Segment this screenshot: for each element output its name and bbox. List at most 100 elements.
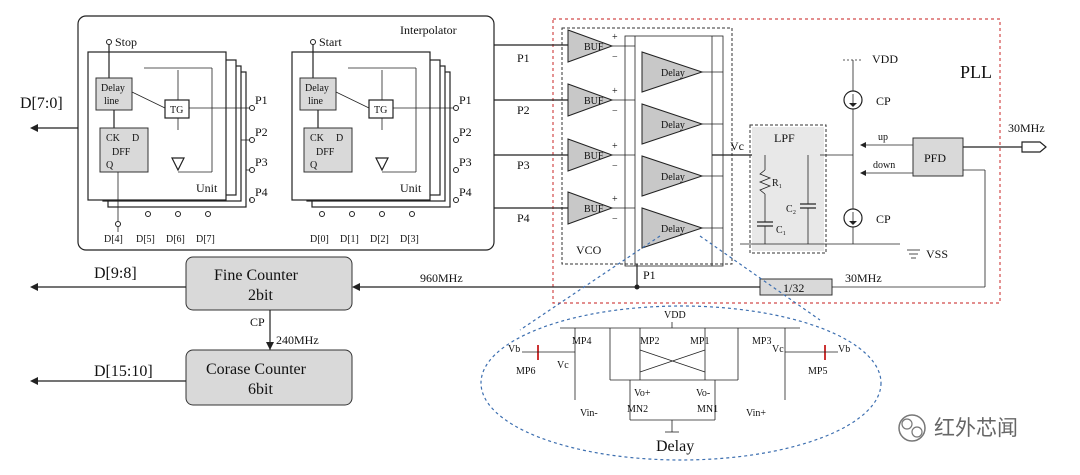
delay-ring: Delay Delay Delay Delay — [612, 35, 724, 267]
svg-text:line: line — [308, 96, 324, 107]
svg-text:+: + — [612, 32, 618, 43]
freq-240: 240MHz — [276, 333, 319, 347]
delay-line-start — [299, 77, 337, 111]
svg-text:D[1]: D[1] — [340, 234, 359, 245]
pfd-block — [912, 137, 964, 177]
svg-text:P4: P4 — [459, 185, 472, 199]
svg-text:Vb: Vb — [508, 344, 520, 355]
stop-unit — [87, 51, 227, 201]
svg-text:Q: Q — [106, 160, 114, 171]
svg-text:Vo-: Vo- — [696, 388, 710, 399]
svg-text:Vc: Vc — [772, 344, 784, 355]
svg-text:DFF: DFF — [316, 147, 335, 158]
svg-text:P3: P3 — [255, 155, 268, 169]
svg-text:−: − — [612, 52, 618, 63]
svg-text:D[2]: D[2] — [370, 234, 389, 245]
svg-text:P4: P4 — [255, 185, 268, 199]
svg-text:P2: P2 — [255, 125, 268, 139]
delay-transistor-schematic: VDD MP4 MP2 MP1 MP3 MP6 MP5 MN2 MN1 Vb V… — [508, 310, 850, 433]
svg-text:Unit: Unit — [196, 181, 218, 195]
svg-text:CK: CK — [310, 133, 325, 144]
svg-text:CP: CP — [876, 212, 891, 226]
freq-960: 960MHz — [420, 271, 463, 285]
svg-text:+: + — [612, 194, 618, 205]
svg-text:BUF: BUF — [584, 42, 604, 53]
svg-text:D[3]: D[3] — [400, 234, 419, 245]
interpolator-title: Interpolator — [400, 23, 457, 37]
ref-clock-label: 30MHz — [1008, 121, 1045, 135]
svg-text:D[4]: D[4] — [104, 234, 123, 245]
svg-text:Unit: Unit — [400, 181, 422, 195]
svg-text:−: − — [612, 214, 618, 225]
pll-boundary — [552, 18, 1001, 304]
vss-label: VSS — [926, 247, 948, 261]
up-label: up — [878, 132, 888, 143]
inverter-start — [375, 157, 389, 172]
svg-text:MP1: MP1 — [690, 336, 709, 347]
svg-text:BUF: BUF — [584, 96, 604, 107]
svg-text:Delay: Delay — [661, 172, 685, 183]
svg-text:Vc: Vc — [557, 360, 569, 371]
pll-label: PLL — [960, 62, 992, 82]
svg-text:Delay: Delay — [305, 83, 329, 94]
watermark-text: 红外芯闻 — [934, 416, 1018, 440]
stop-bit-labels: D[4] D[5] D[6] D[7] — [104, 211, 215, 245]
delay-line-stop — [95, 77, 133, 111]
svg-text:2bit: 2bit — [248, 287, 273, 304]
svg-text:DFF: DFF — [112, 147, 131, 158]
svg-text:P1: P1 — [517, 51, 530, 65]
svg-text:Vb: Vb — [838, 344, 850, 355]
svg-text:D[6]: D[6] — [166, 234, 185, 245]
output-d9-8: D[9:8] — [94, 265, 137, 282]
svg-text:Fine Counter: Fine Counter — [214, 267, 299, 284]
p1-tap-label: P1 — [643, 268, 656, 282]
stop-label: Stop — [115, 35, 137, 49]
ref-clock-port — [1021, 141, 1047, 153]
svg-text:P3: P3 — [459, 155, 472, 169]
watermark-logo — [898, 414, 926, 442]
vco-inputs: P1 P2 P3 P4 — [494, 44, 568, 225]
start-p-outputs: P1 P2 P3 P4 — [453, 93, 472, 203]
vdd-label: VDD — [872, 52, 898, 66]
resistor-r1 — [758, 169, 772, 195]
inverter-stop — [171, 157, 185, 172]
svg-text:BUF: BUF — [584, 151, 604, 162]
svg-text:Vin-: Vin- — [580, 408, 598, 419]
svg-text:D[5]: D[5] — [136, 234, 155, 245]
cp-label-counter: CP — [250, 315, 265, 329]
tg-stop — [164, 99, 190, 119]
down-label: down — [873, 160, 895, 171]
svg-text:+: + — [612, 141, 618, 152]
delay-detail-title: Delay — [656, 438, 694, 455]
svg-text:MP2: MP2 — [640, 336, 659, 347]
svg-text:Delay: Delay — [101, 83, 125, 94]
buf-buffers: BUF BUF BUF BUF + − + − + − + − — [567, 29, 618, 225]
svg-text:TG: TG — [374, 105, 387, 116]
svg-text:P2: P2 — [517, 103, 530, 117]
svg-text:D: D — [336, 133, 343, 144]
svg-text:BUF: BUF — [584, 204, 604, 215]
svg-text:6bit: 6bit — [248, 381, 273, 398]
svg-text:MP5: MP5 — [808, 366, 827, 377]
svg-text:Q: Q — [310, 160, 318, 171]
svg-text:Vo+: Vo+ — [634, 388, 651, 399]
start-unit — [291, 51, 431, 201]
output-d7-0: D[7:0] — [20, 95, 63, 112]
svg-text:D[0]: D[0] — [310, 234, 329, 245]
svg-text:−: − — [612, 106, 618, 117]
svg-text:Vin+: Vin+ — [746, 408, 766, 419]
svg-text:Corase Counter: Corase Counter — [206, 361, 307, 378]
lpf-label: LPF — [774, 131, 795, 145]
lpf-boundary — [749, 124, 827, 254]
fine-counter — [185, 256, 353, 311]
svg-text:−: − — [612, 161, 618, 172]
coarse-counter — [185, 349, 353, 406]
output-d15-10: D[15:10] — [94, 363, 153, 380]
svg-text:+: + — [612, 86, 618, 97]
start-label: Start — [319, 35, 342, 49]
svg-text:Delay: Delay — [661, 224, 685, 235]
svg-text:D: D — [132, 133, 139, 144]
svg-text:MN2: MN2 — [627, 404, 648, 415]
svg-text:MP6: MP6 — [516, 366, 535, 377]
svg-text:R₁: R₁ — [772, 178, 782, 189]
